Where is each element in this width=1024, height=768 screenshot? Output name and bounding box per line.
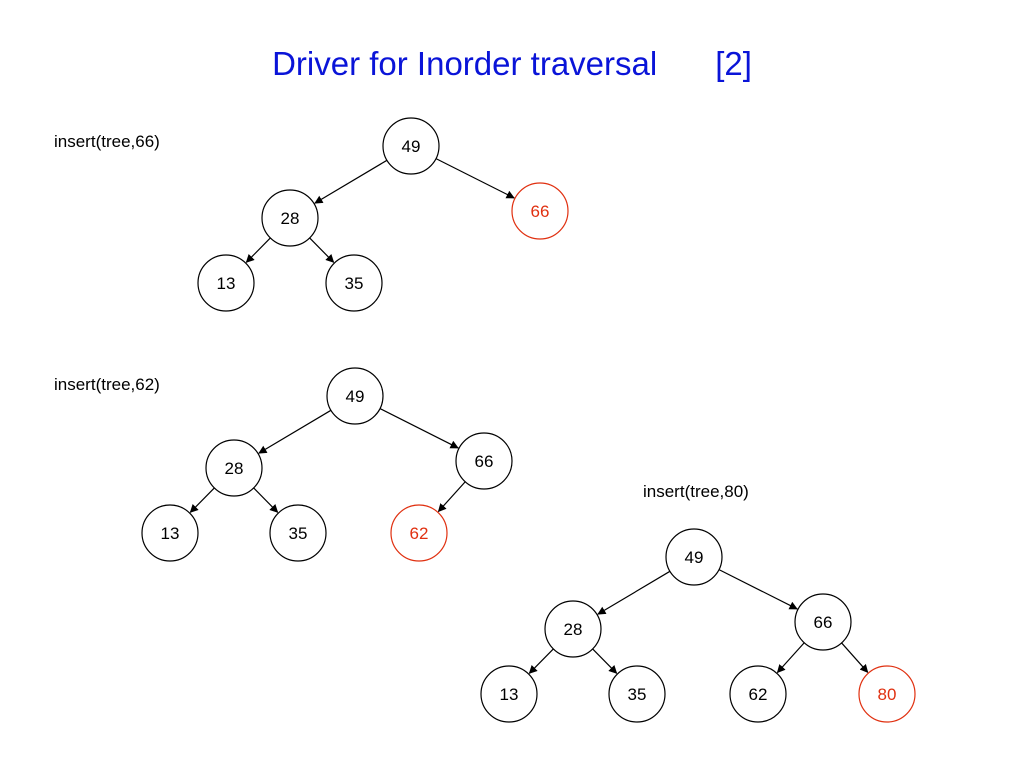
tree-node: 35 [608, 665, 666, 723]
tree-edge [597, 570, 671, 615]
node-value: 62 [410, 524, 429, 543]
node-value: 28 [281, 209, 300, 228]
node-circle [269, 504, 327, 562]
operation-label-3: insert(tree,80) [643, 482, 749, 501]
node-value: 66 [475, 452, 494, 471]
tree-edge [309, 237, 335, 263]
node-circle [729, 665, 787, 723]
node-value: 35 [628, 685, 647, 704]
tree-node: 66 [455, 432, 513, 490]
tree-node: 28 [261, 189, 319, 247]
tree-diagram-1: 49 28 66 13 35 [197, 117, 569, 312]
tree-node: 49 [665, 528, 723, 586]
tree-edge [718, 569, 798, 610]
node-circle [480, 665, 538, 723]
tree-node: 28 [205, 439, 263, 497]
operation-label-2: insert(tree,62) [54, 375, 160, 394]
tree-node: 28 [544, 600, 602, 658]
tree-edge [841, 642, 869, 673]
tree-edge [379, 408, 459, 449]
node-value: 35 [289, 524, 308, 543]
tree-edge [253, 487, 279, 513]
tree-edge [435, 158, 515, 199]
node-value: 13 [217, 274, 236, 293]
node-circle [261, 189, 319, 247]
tree-diagram-3: 49 28 66 13 35 62 80 [480, 528, 916, 723]
tree-edge [314, 159, 388, 204]
node-value: 49 [346, 387, 365, 406]
tree-node: 35 [269, 504, 327, 562]
node-circle [390, 504, 448, 562]
tree-node: 49 [382, 117, 440, 175]
node-circle [197, 254, 255, 312]
tree-node: 13 [197, 254, 255, 312]
tree-edge [258, 409, 332, 454]
node-value: 13 [500, 685, 519, 704]
tree-edge [189, 487, 215, 513]
node-circle [205, 439, 263, 497]
node-circle [544, 600, 602, 658]
title-text: Driver for Inorder traversal [272, 45, 658, 82]
tree-node: 66 [794, 593, 852, 651]
tree-node: 13 [480, 665, 538, 723]
title-number: [2] [715, 45, 752, 82]
node-circle [858, 665, 916, 723]
node-value: 35 [345, 274, 364, 293]
node-circle [608, 665, 666, 723]
node-circle [382, 117, 440, 175]
node-value: 28 [225, 459, 244, 478]
tree-edge [528, 648, 554, 674]
node-circle [455, 432, 513, 490]
node-circle [325, 254, 383, 312]
tree-node: 13 [141, 504, 199, 562]
tree-node: 62 [729, 665, 787, 723]
node-circle [326, 367, 384, 425]
tree-edge [245, 237, 271, 263]
node-circle [665, 528, 723, 586]
node-value: 62 [749, 685, 768, 704]
node-value: 49 [402, 137, 421, 156]
node-value: 28 [564, 620, 583, 639]
tree-diagram-2: 49 28 66 13 35 62 [141, 367, 513, 562]
node-circle [141, 504, 199, 562]
node-value: 80 [878, 685, 897, 704]
node-circle [794, 593, 852, 651]
tree-node: 35 [325, 254, 383, 312]
inserted-tree-node: 80 [858, 665, 916, 723]
node-value: 49 [685, 548, 704, 567]
operation-label-1: insert(tree,66) [54, 132, 160, 151]
tree-edge [437, 481, 466, 513]
slide-title: Driver for Inorder traversal [2] [0, 42, 1024, 86]
inserted-tree-node: 66 [511, 182, 569, 240]
inserted-tree-node: 62 [390, 504, 448, 562]
node-value: 13 [161, 524, 180, 543]
node-value: 66 [531, 202, 550, 221]
tree-node: 49 [326, 367, 384, 425]
tree-edge [776, 642, 805, 674]
node-value: 66 [814, 613, 833, 632]
node-circle [511, 182, 569, 240]
tree-edge [592, 648, 618, 674]
